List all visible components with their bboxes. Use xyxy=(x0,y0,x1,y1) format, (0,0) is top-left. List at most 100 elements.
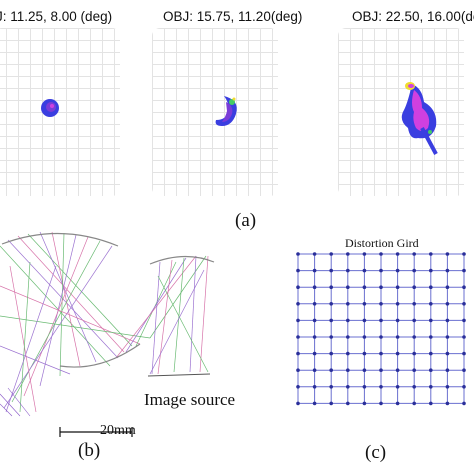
grid-node xyxy=(312,368,317,372)
grid-node xyxy=(346,335,350,339)
grid-node xyxy=(429,401,433,406)
grid-node xyxy=(445,252,450,256)
grid-node xyxy=(379,401,383,406)
grid-node xyxy=(462,285,466,289)
grid-node xyxy=(346,401,350,406)
grid-node xyxy=(445,285,450,289)
spot-title-3: OBJ: 22.50, 16.00(de xyxy=(352,9,474,24)
grid-node xyxy=(312,302,317,306)
grid-node xyxy=(296,318,300,323)
grid-node xyxy=(429,385,433,389)
grid-node xyxy=(296,302,300,306)
ray-bundle-right xyxy=(115,255,209,375)
grid-node xyxy=(412,401,416,406)
grid-node xyxy=(296,351,300,356)
grid-node xyxy=(379,302,383,306)
grid-node xyxy=(429,351,433,356)
grid-node xyxy=(329,318,333,323)
grid-node xyxy=(429,252,433,256)
spot-diagram-3 xyxy=(338,28,464,196)
grid-node xyxy=(445,268,450,273)
grid-node xyxy=(379,252,383,256)
ray-bundle-left xyxy=(0,231,151,413)
grid-node xyxy=(412,385,416,389)
grid-node xyxy=(362,401,367,406)
grid-node xyxy=(462,302,466,306)
grid-node xyxy=(329,335,333,339)
grid-node xyxy=(412,302,416,306)
image-source-plane xyxy=(147,373,211,377)
spot-pattern-1 xyxy=(41,99,59,117)
grid-node xyxy=(329,351,333,356)
grid-node xyxy=(346,318,350,323)
grid-node xyxy=(462,335,466,339)
grid-node xyxy=(445,302,450,306)
grid-node xyxy=(296,385,300,389)
grid-node xyxy=(346,268,350,273)
grid-node xyxy=(445,385,450,389)
grid-node xyxy=(412,252,416,256)
grid-node xyxy=(329,368,333,372)
scale-bar xyxy=(59,427,133,437)
grid-node xyxy=(329,268,333,273)
grid-node xyxy=(379,268,383,273)
grid-node xyxy=(429,285,433,289)
grid-node xyxy=(462,368,466,372)
distortion-grid-title: Distortion Gird xyxy=(345,236,419,250)
grid-node xyxy=(395,318,400,323)
grid-node xyxy=(412,351,416,356)
image-source-label: Image source xyxy=(144,390,236,409)
grid-node xyxy=(362,252,367,256)
grid-node xyxy=(312,318,317,323)
grid-node xyxy=(296,368,300,372)
grid-node xyxy=(346,252,350,256)
grid-node xyxy=(412,368,416,372)
grid-node xyxy=(445,351,450,356)
grid-node xyxy=(395,302,400,306)
grid-node xyxy=(346,285,350,289)
grid-node xyxy=(296,401,300,406)
grid-node xyxy=(312,385,317,389)
mirror-top xyxy=(1,232,119,247)
grid-node xyxy=(395,401,400,406)
grid-node xyxy=(346,385,350,389)
grid-node xyxy=(462,351,466,356)
panel-b-label: (b) xyxy=(78,440,101,461)
grid-node xyxy=(312,252,317,256)
grid-node xyxy=(379,351,383,356)
grid-node xyxy=(412,318,416,323)
grid-node xyxy=(462,401,466,406)
grid-node xyxy=(312,268,317,273)
grid-node xyxy=(362,318,367,323)
grid-node xyxy=(296,335,300,339)
grid-node xyxy=(329,385,333,389)
grid-node xyxy=(329,302,333,306)
spot-title-1: J: 11.25, 8.00 (deg) xyxy=(0,9,113,24)
grid-node xyxy=(379,285,383,289)
mirror-middle xyxy=(59,343,141,368)
grid-node xyxy=(296,285,300,289)
grid-node xyxy=(445,368,450,372)
grid-node xyxy=(329,285,333,289)
grid-node xyxy=(329,401,333,406)
grid-node xyxy=(395,335,400,339)
grid-node xyxy=(362,285,367,289)
grid-node xyxy=(362,351,367,356)
grid-node xyxy=(462,385,466,389)
panel-c-label: (c) xyxy=(365,442,387,463)
panel-a-label: (a) xyxy=(235,210,257,231)
grid-node xyxy=(296,268,300,273)
grid-node xyxy=(362,385,367,389)
grid-node xyxy=(362,335,367,339)
grid-node xyxy=(312,335,317,339)
grid-node xyxy=(395,268,400,273)
grid-node xyxy=(312,351,317,356)
grid-node xyxy=(379,318,383,323)
grid-node xyxy=(312,285,317,289)
grid-node xyxy=(362,368,367,372)
scale-bar-label: 20mm xyxy=(100,423,136,438)
grid-node xyxy=(429,368,433,372)
grid-node xyxy=(395,368,400,372)
grid-node xyxy=(296,252,300,256)
grid-node xyxy=(462,318,466,323)
